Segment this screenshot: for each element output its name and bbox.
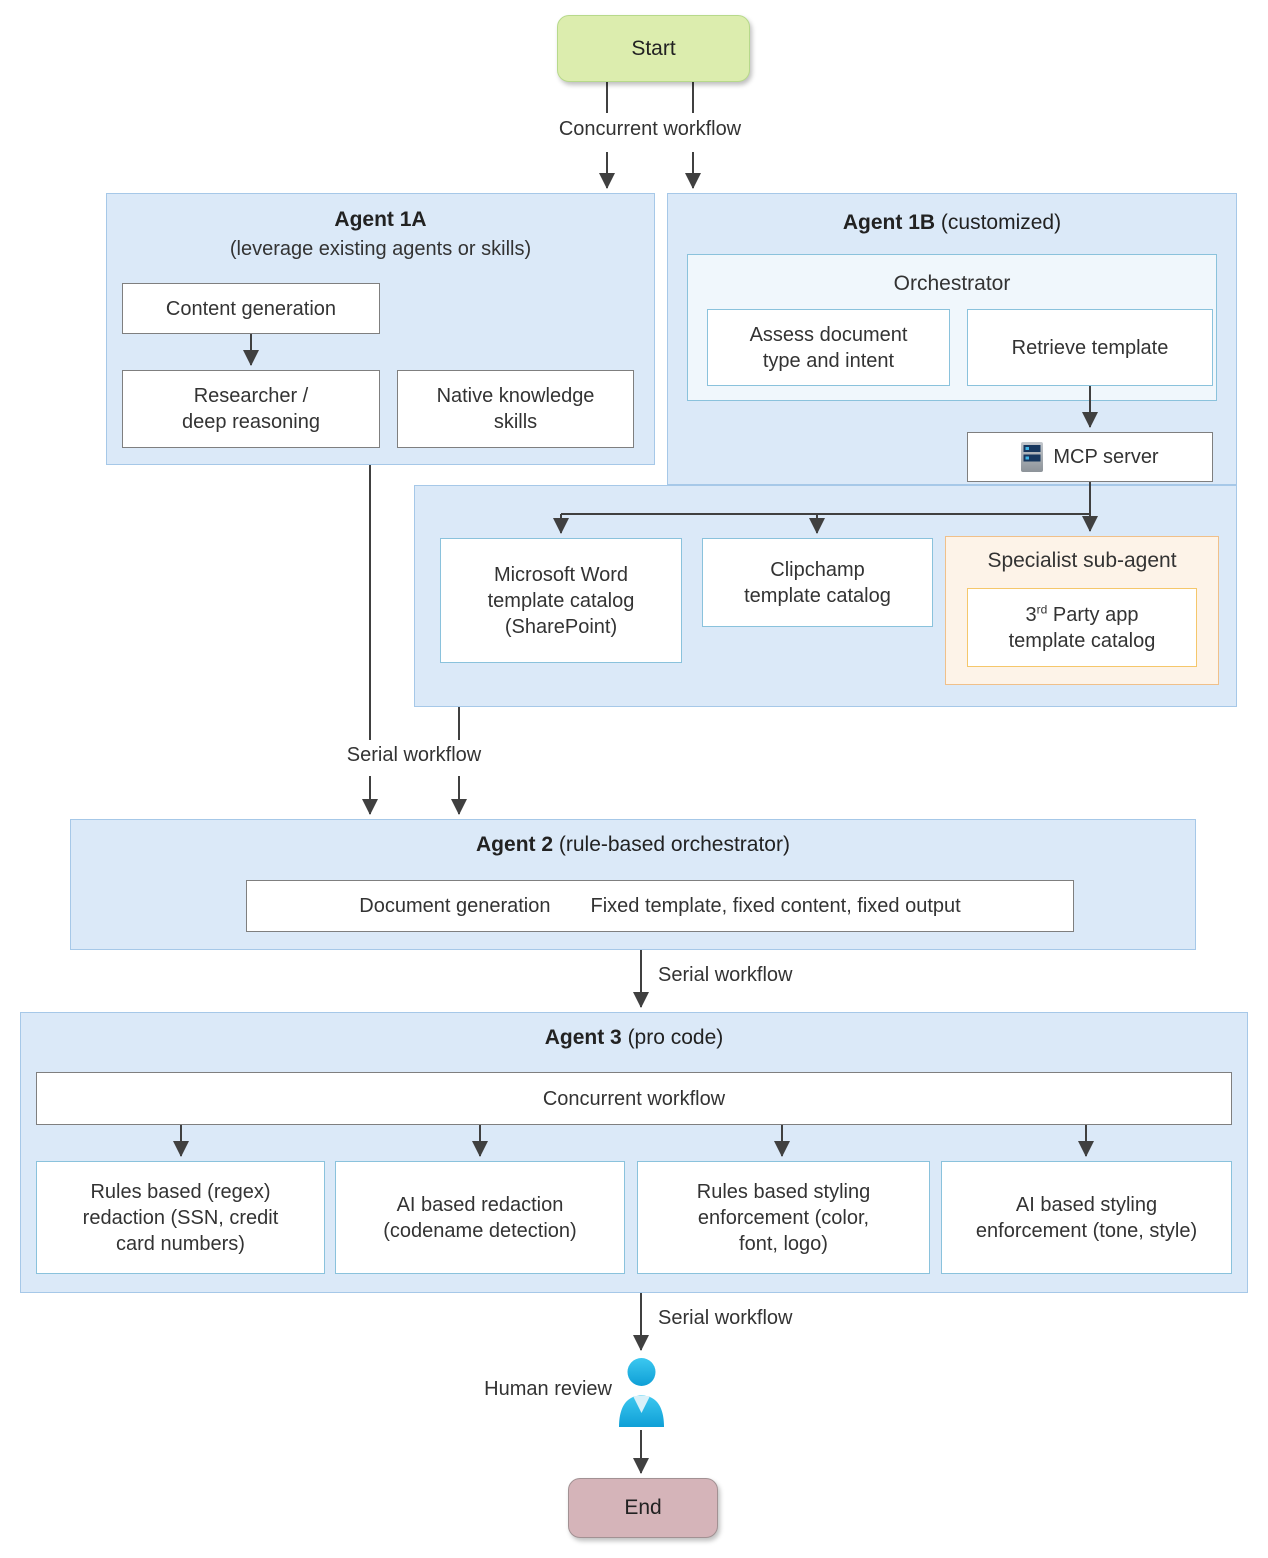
fixed-output-label: Fixed template, fixed content, fixed out… <box>590 895 961 917</box>
agent-1a-title: Agent 1A <box>334 208 427 231</box>
box-rules-styling: Rules based styling enforcement (color, … <box>637 1161 930 1274</box>
agent-1a-subtitle: (leverage existing agents or skills) <box>229 238 532 260</box>
edge-label-human-review: Human review <box>484 1378 612 1400</box>
box-ai-styling: AI based styling enforcement (tone, styl… <box>941 1161 1232 1274</box>
end-node: End <box>568 1478 718 1538</box>
edge-label-concurrent-top: Concurrent workflow <box>558 118 742 140</box>
edge-label-serial-left: Serial workflow <box>346 744 482 766</box>
edge-label-serial-bottom: Serial workflow <box>658 1307 793 1329</box>
edge-label-serial-mid: Serial workflow <box>658 964 793 986</box>
box-third-party-catalog: 3rd Party app template catalog <box>967 588 1197 667</box>
box-concurrent-workflow-bar: Concurrent workflow <box>36 1072 1232 1125</box>
third-party-line2: template catalog <box>1008 629 1156 652</box>
box-native-knowledge-skills: Native knowledge skills <box>397 370 634 448</box>
agent-2-title: Agent 2 (rule-based orchestrator) <box>476 833 790 856</box>
box-ai-redaction: AI based redaction (codename detection) <box>335 1161 625 1274</box>
server-icon <box>1021 442 1044 472</box>
mcp-server-label: MCP server <box>1053 446 1159 468</box>
box-regex-redaction: Rules based (regex) redaction (SSN, cred… <box>36 1161 325 1274</box>
box-word-template-catalog: Microsoft Word template catalog (SharePo… <box>440 538 682 663</box>
box-mcp-server: MCP server <box>967 432 1213 482</box>
third-party-line1: 3rd Party app <box>1025 601 1139 626</box>
start-node: Start <box>557 15 750 82</box>
document-generation-label: Document generation <box>359 895 551 917</box>
box-researcher-deep-reasoning: Researcher / deep reasoning <box>122 370 380 448</box>
box-assess-document: Assess document type and intent <box>707 309 950 386</box>
box-retrieve-template: Retrieve template <box>967 309 1213 386</box>
person-icon <box>615 1357 668 1428</box>
agent-1b-title: Agent 1B (customized) <box>842 211 1062 234</box>
box-clipchamp-template-catalog: Clipchamp template catalog <box>702 538 933 627</box>
box-document-generation: Document generation Fixed template, fixe… <box>246 880 1074 932</box>
box-content-generation: Content generation <box>122 283 380 334</box>
agent-3-title: Agent 3 (pro code) <box>544 1026 724 1049</box>
specialist-sub-agent-title: Specialist sub-agent <box>987 549 1177 572</box>
orchestrator-title: Orchestrator <box>893 272 1011 295</box>
